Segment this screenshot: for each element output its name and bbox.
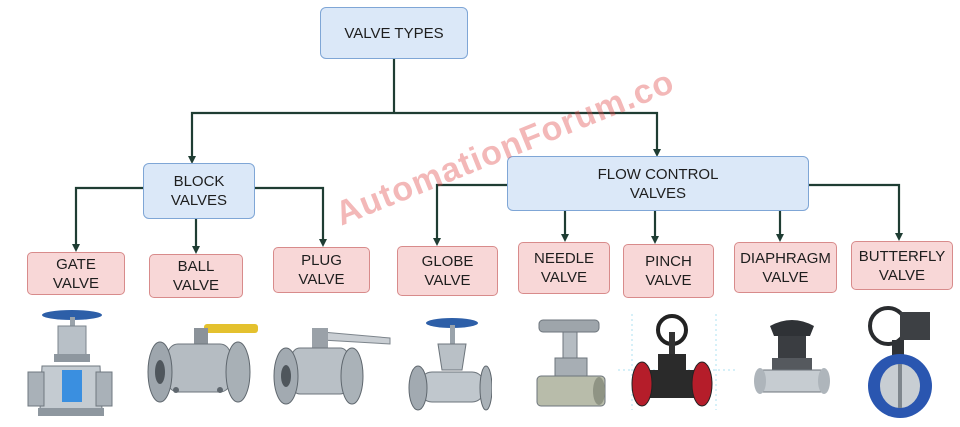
block-valves-label: BLOCK VALVES [170,173,228,209]
flow-control-valves-node: FLOW CONTROL VALVES [507,156,809,211]
root-node: VALVE TYPES [320,7,468,59]
needle-valve-node: NEEDLE VALVE [518,242,610,294]
pinch-valve-photo-icon [618,314,736,410]
connector-block-to-gate [72,186,143,252]
diaphragm-valve-label: DIAPHRAGM VALVE [740,249,831,286]
globe-valve-photo-icon [408,318,492,411]
diaphragm-valve-photo-icon [754,320,830,394]
connector-flow-to-globe [433,183,508,246]
plug-valve-label: PLUG VALVE [298,252,345,288]
connector-root-to-block [188,111,394,164]
flow-control-valves-label: FLOW CONTROL VALVES [597,165,719,202]
butterfly-valve-label: BUTTERFLY VALVE [858,247,946,284]
connector-root-to-flow [394,111,661,157]
ball-valve-node: BALL VALVE [149,254,243,298]
plug-valve-node: PLUG VALVE [273,247,370,293]
diaphragm-valve-node: DIAPHRAGM VALVE [734,242,837,293]
globe-valve-node: GLOBE VALVE [397,246,498,296]
gate-valve-label: GATE VALVE [52,255,100,292]
block-valves-node: BLOCK VALVES [143,163,255,219]
butterfly-valve-node: BUTTERFLY VALVE [851,241,953,290]
root-label: VALVE TYPES [344,24,444,42]
needle-valve-label: NEEDLE VALVE [533,250,595,286]
connector-flow-to-butterfly [809,183,903,241]
gate-valve-photo-icon [27,310,113,416]
connector-block-to-plug [255,186,327,247]
pinch-valve-label: PINCH VALVE [645,253,692,289]
globe-valve-label: GLOBE VALVE [421,253,474,289]
butterfly-valve-photo-icon [868,306,932,418]
ball-valve-photo-icon [147,324,258,403]
plug-valve-photo-icon [273,328,391,405]
needle-valve-photo-icon [536,319,606,407]
gate-valve-node: GATE VALVE [27,252,125,295]
ball-valve-label: BALL VALVE [172,258,220,294]
pinch-valve-node: PINCH VALVE [623,244,714,298]
